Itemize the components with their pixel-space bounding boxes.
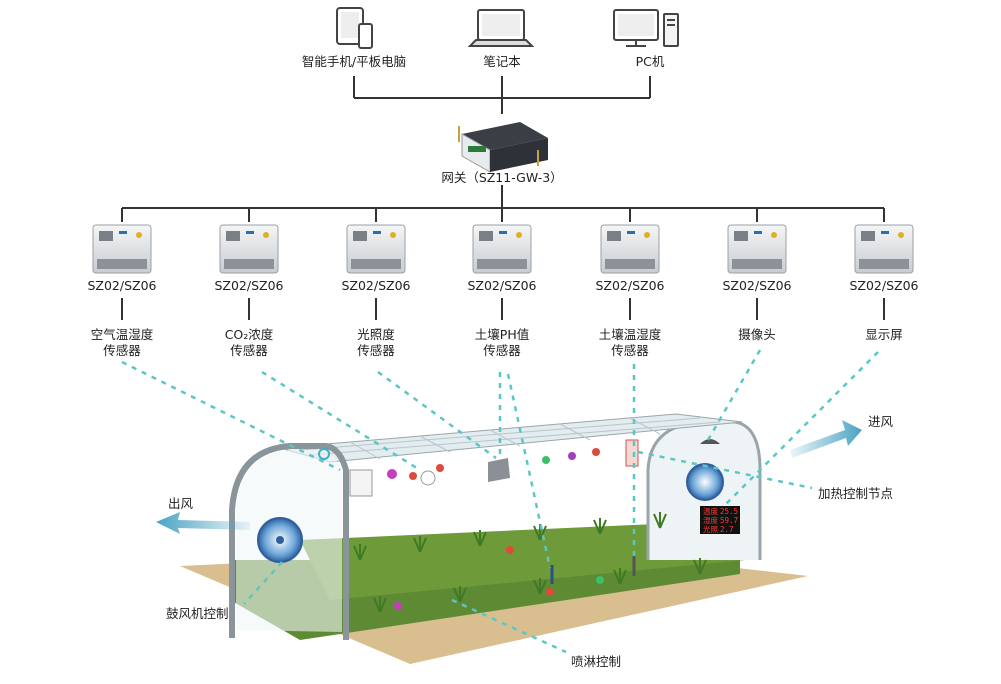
desktop-pc-icon <box>613 9 679 47</box>
node-device-icon <box>854 224 914 274</box>
heating-node-icon <box>625 439 639 467</box>
node-device-icon <box>92 224 152 274</box>
node-device-icon <box>472 224 532 274</box>
display-value: 59.7 <box>720 516 738 525</box>
display-value: 2.7 <box>720 525 734 534</box>
inlet-fan-icon <box>686 463 724 501</box>
client-label-tablet: 智能手机/平板电脑 <box>301 54 407 69</box>
inlet-label: 进风 <box>868 414 894 429</box>
client-label-laptop: 笔记本 <box>483 54 521 69</box>
inlet-airflow-arrow <box>790 420 862 458</box>
outlet-label: 出风 <box>168 496 194 511</box>
laptop-icon <box>467 9 535 47</box>
display-panel <box>700 506 740 534</box>
node-function-label: 光照度传感器 <box>357 327 395 358</box>
node-device-icon <box>600 224 660 274</box>
display-value: 25.5 <box>720 507 738 516</box>
node-model-label: SZ02/SZ06 <box>595 278 665 293</box>
greenhouse-illustration <box>180 413 808 664</box>
node-connector-lines <box>121 185 885 320</box>
display-readout: 温度 25.5 湿度 59.7 光照 2.7 <box>703 506 738 534</box>
node-function-label: 空气温湿度传感器 <box>90 327 154 358</box>
node-function-label: CO₂浓度传感器 <box>224 327 274 358</box>
air-sensor-icon <box>349 469 373 497</box>
node-function-label: 显示屏 <box>865 327 903 342</box>
node-devices <box>92 224 914 274</box>
light-sensor-icon <box>488 458 510 482</box>
display-tag: 湿度 <box>703 515 718 525</box>
node-function-label: 摄像头 <box>738 327 776 342</box>
outlet-airflow-arrow <box>156 512 250 534</box>
node-model-label: SZ02/SZ06 <box>214 278 284 293</box>
display-tag: 温度 <box>703 506 718 516</box>
heating-node-label: 加热控制节点 <box>818 486 894 501</box>
node-device-icon <box>346 224 406 274</box>
node-function-label: 土壤温湿度传感器 <box>598 327 662 358</box>
sensor-link-dashes <box>121 349 879 654</box>
gateway-device-icon <box>458 122 548 173</box>
node-function-label: 土壤PH值传感器 <box>474 327 530 358</box>
spray-control-label: 喷淋控制 <box>571 654 622 669</box>
camera-icon <box>700 439 720 444</box>
node-model-label: SZ02/SZ06 <box>87 278 157 293</box>
node-model-label: SZ02/SZ06 <box>341 278 411 293</box>
co2-sensor-icon <box>420 470 436 486</box>
node-model-label: SZ02/SZ06 <box>849 278 919 293</box>
gateway-label: 网关（SZ11-GW-3） <box>441 170 563 185</box>
node-device-icon <box>219 224 279 274</box>
node-device-icon <box>727 224 787 274</box>
node-model-label: SZ02/SZ06 <box>722 278 792 293</box>
display-tag: 光照 <box>703 524 718 534</box>
client-label-pc: PC机 <box>635 54 665 69</box>
tablet-phone-icon <box>336 7 373 49</box>
node-model-label: SZ02/SZ06 <box>467 278 537 293</box>
client-connector-lines <box>353 76 651 114</box>
blower-control-label: 鼓风机控制 <box>166 606 229 621</box>
